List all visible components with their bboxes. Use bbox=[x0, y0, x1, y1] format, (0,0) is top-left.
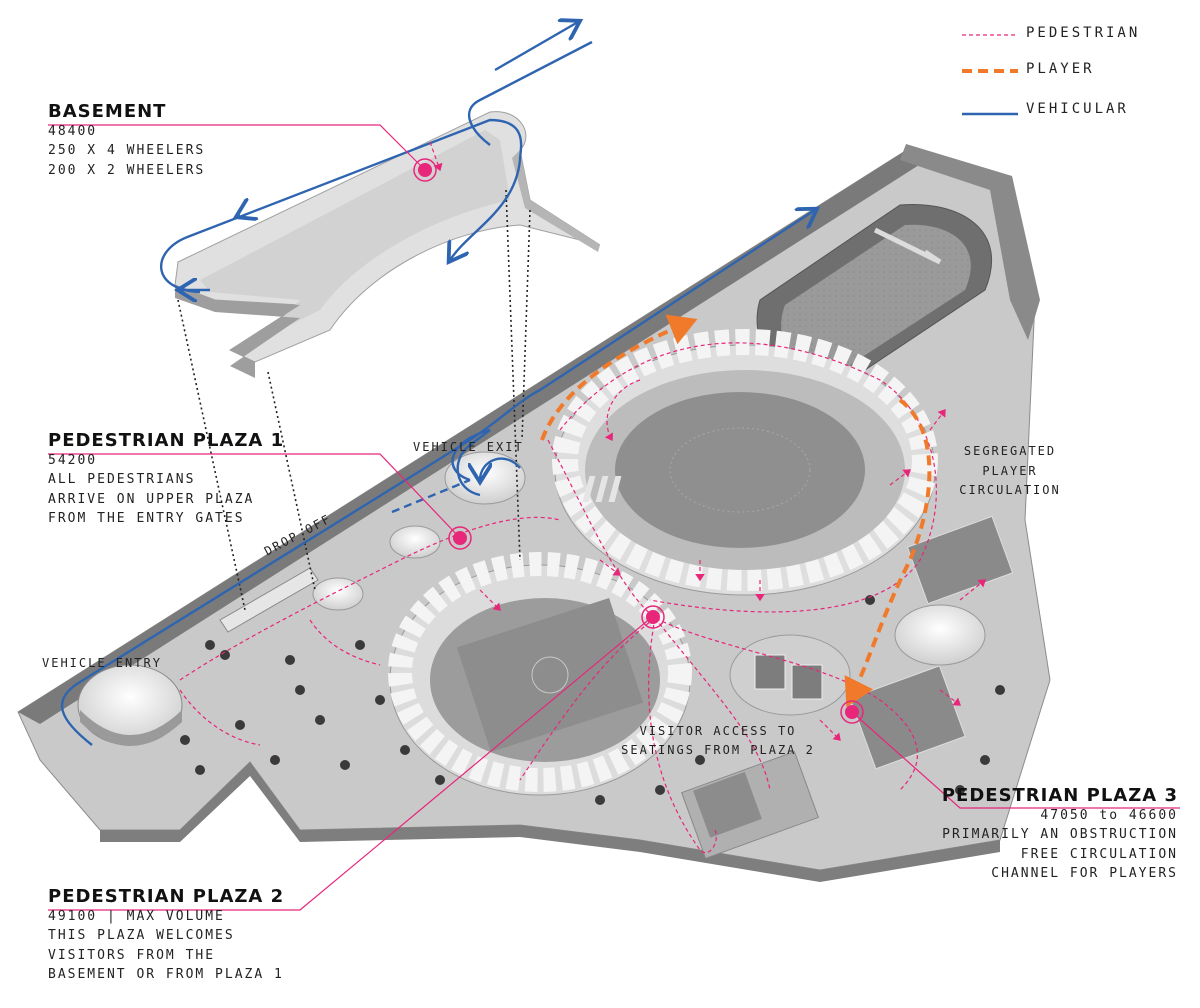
vehicular-route bbox=[60, 22, 815, 746]
legend-pedestrian-label: PEDESTRIAN bbox=[1026, 25, 1141, 41]
plaza2-title: PEDESTRIAN PLAZA 2 bbox=[48, 886, 285, 907]
segregated-line: PLAYER bbox=[982, 463, 1038, 478]
plaza1-line: FROM THE ENTRY GATES bbox=[48, 511, 245, 526]
trees bbox=[180, 595, 1005, 805]
plaza3-line: PRIMARILY AN OBSTRUCTION bbox=[942, 827, 1178, 842]
plaza1-line: ALL PEDESTRIANS bbox=[48, 472, 196, 487]
plaza1-line: ARRIVE ON UPPER PLAZA bbox=[48, 491, 255, 507]
visitor-access-line: VISITOR ACCESS TO bbox=[639, 724, 797, 738]
plaza2-line: BASEMENT OR FROM PLAZA 1 bbox=[48, 967, 284, 982]
pedestrian-routes bbox=[179, 141, 986, 854]
player-line-icon bbox=[962, 69, 1018, 73]
visitor-access-line: SEATINGS FROM PLAZA 2 bbox=[621, 743, 815, 757]
plaza-markers bbox=[413, 158, 864, 724]
player-route bbox=[540, 314, 932, 708]
vehicular-line-icon bbox=[962, 112, 1018, 116]
basement-annotation: BASEMENT 48400 250 X 4 WHEELERS 200 X 2 … bbox=[48, 102, 205, 180]
plaza3-line: FREE CIRCULATION bbox=[1020, 846, 1178, 862]
legend-player-label: PLAYER bbox=[1026, 61, 1095, 77]
plaza3-annotation: PEDESTRIAN PLAZA 3 47050 to 46600 PRIMAR… bbox=[942, 786, 1178, 884]
plaza2-line: THIS PLAZA WELCOMES bbox=[48, 928, 235, 943]
legend-vehicular: VEHICULAR bbox=[958, 98, 1188, 124]
plaza2-annotation: PEDESTRIAN PLAZA 2 49100 | MAX VOLUME TH… bbox=[48, 887, 284, 985]
basement-line: 200 X 2 WHEELERS bbox=[48, 162, 206, 178]
cricket-stadium bbox=[552, 329, 938, 596]
plaza2-line: 49100 | MAX VOLUME bbox=[48, 908, 225, 924]
leader-lines bbox=[48, 124, 1180, 911]
segregated-line: CIRCULATION bbox=[959, 483, 1061, 497]
legend-player: PLAYER bbox=[958, 58, 1188, 84]
plaza2-line: VISITORS FROM THE bbox=[48, 947, 216, 963]
pedestrian-line-icon bbox=[962, 34, 1018, 36]
plaza3-line: CHANNEL FOR PLAYERS bbox=[991, 866, 1178, 881]
basement-title: BASEMENT bbox=[48, 101, 167, 122]
basement-line: 250 X 4 WHEELERS bbox=[48, 143, 206, 158]
plaza3-title: PEDESTRIAN PLAZA 3 bbox=[941, 785, 1178, 806]
plaza1-annotation: PEDESTRIAN PLAZA 1 54200 ALL PEDESTRIANS… bbox=[48, 431, 284, 529]
basement-line: 48400 bbox=[48, 123, 98, 139]
plaza3-line: 47050 to 46600 bbox=[1040, 807, 1178, 823]
drop-off-canopy bbox=[219, 567, 319, 633]
basement-slab bbox=[174, 111, 601, 378]
vehicle-exit-label: VEHICLE EXIT bbox=[413, 440, 524, 454]
segregated-player-label: SEGREGATED PLAYER CIRCULATION bbox=[955, 442, 1065, 501]
legend-pedestrian: PEDESTRIAN bbox=[958, 22, 1188, 48]
football-stadium bbox=[388, 552, 692, 796]
vehicle-entry-label: VEHICLE ENTRY bbox=[42, 656, 162, 670]
visitor-access-label: VISITOR ACCESS TO SEATINGS FROM PLAZA 2 bbox=[608, 722, 828, 760]
plaza1-line: 54200 bbox=[48, 452, 98, 468]
plaza1-title: PEDESTRIAN PLAZA 1 bbox=[48, 430, 285, 451]
segregated-line: SEGREGATED bbox=[963, 444, 1057, 458]
legend-vehicular-label: VEHICULAR bbox=[1026, 101, 1129, 117]
